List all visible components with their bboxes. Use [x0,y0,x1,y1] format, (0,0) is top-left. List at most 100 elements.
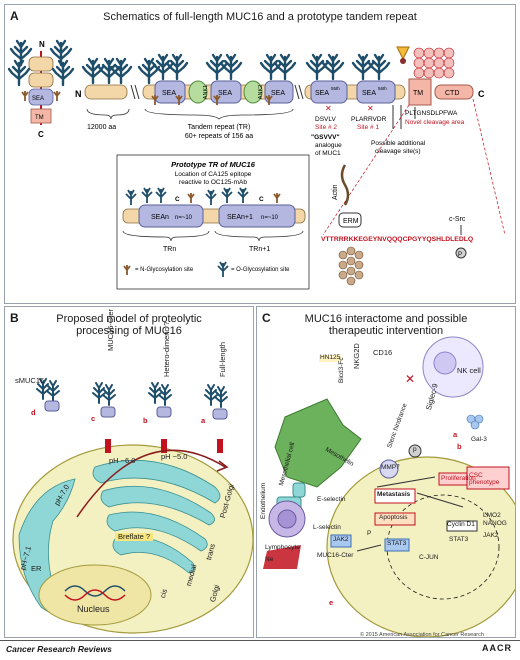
n-terminus-main: N [75,89,82,99]
panel-a-diagram: N SEA TM C N C [7,39,506,290]
sea-n-label: SEAn [151,214,169,221]
novel-cleavage-label: Novel cleavage area [405,119,465,126]
site2-label: Site # 2 [315,124,337,131]
site2-seq: DSVLV [315,116,336,123]
ank1-label: ANK1 [203,85,209,99]
er-label: ER [31,564,42,573]
c-terminus-main: C [478,89,485,99]
site1-label: Site # 1 [357,124,379,131]
panel-b-title-2: processing of MUC16 [76,325,182,337]
panel-c-diagram: ✕ [263,336,515,637]
panel-c-title-1: MUC16 interactome and possible [304,313,468,325]
ph60-label: pH ~6.0 [109,456,136,465]
label-d: d [31,408,36,417]
smuc16-label: sMUC16 [15,376,45,385]
apoptosis-label: Apoptosis [379,514,408,521]
label-b: b [143,416,148,425]
panel-a: A Schematics of full-length MUC16 and a … [4,4,516,304]
tr-n-label: TRn [163,246,176,253]
cjun-label: C-JUN [419,554,439,561]
sea-3-label: SEA [271,90,285,97]
muc16-cter-label: MUC16-Cter [106,308,115,351]
svg-text:✕: ✕ [367,104,374,113]
eselectin-label: E-selectin [317,496,346,503]
sea-small-label: SEA [32,96,44,102]
nk-cell-label: NK cell [457,366,481,375]
c-terminus-small: C [38,130,44,139]
lselectin-label: L-selectin [313,524,341,531]
csc-label: CSC phenotype [469,472,500,486]
phospho-label: P [458,252,462,258]
footer-rule [0,640,520,641]
cleavage-sites: ✕ ✕ DSVLV Site # 2 PLARRVDR Site # 1 "GS… [311,104,465,157]
pltg-seq: PLTGNSDLPFWA [405,110,458,117]
main-backbone: N C SEA ANK1 SEA ANK2 SEA [75,46,485,106]
nkg2d-label: NKG2D [352,343,361,369]
c-label-a: a [453,430,458,439]
journal-name: Cancer Research Reviews [6,644,112,654]
inset-subtitle-2: reactive to OC125-mAb [179,179,247,186]
stat3b-label: STAT3 [449,536,469,543]
tr-n1-label: TRn+1 [249,246,270,253]
endothelium-label: Endothelium [260,482,267,519]
c-label-1: C [175,196,180,203]
golgi-stacks [92,459,221,574]
jak2b-label: JAK2 [483,532,499,539]
n-terminus-small: N [39,40,45,49]
nucleus-label: Nucleus [77,604,110,614]
panel-b-label: B [10,311,19,325]
ctd-sequence: VTTRRRKKEGEYNVQQQCPGYYQSHLDLEDLQ [321,236,473,243]
gal3-label: Gal-3 [471,436,487,443]
erm-label: ERM [343,218,359,225]
breflate-label: Breflate ? [115,532,154,542]
ctd-zoom: Actin ERM VTTRRRKKEGEYNVQQQCPGYYQSHLDLED… [321,98,506,286]
cd16-label: CD16 [373,348,393,357]
bicd3fc-label: Bicd3-Fc [338,357,345,383]
full-length-label: Full-length [218,341,227,377]
label-c: c [91,414,96,423]
prototype-tr-inset: Prototype TR of MUC16 Location of CA125 … [116,154,310,290]
aacr-brand: AACR [482,643,512,653]
sea-n1-label: SEAn+1 [227,214,253,221]
stat-p-label: P [367,530,372,537]
sea55-sup: 55th [331,86,340,91]
ph50-label: pH ~5.0 [161,452,188,461]
pcre-label: p [413,446,417,453]
aa-12000-label: 12000 aa [87,124,116,131]
site1-seq: PLARRVDR [351,116,387,123]
panel-a-label: A [10,9,19,23]
lmo2-label: LMO2 [483,512,501,519]
tandem-repeat-label: Tandem repeat (TR) [188,124,251,131]
tm-label: TM [413,90,423,97]
label-a: a [201,416,206,425]
actin-label: Actin [332,184,339,200]
c-src-label: c-Src [449,216,466,223]
ne-label: Ne [265,556,274,563]
panel-a-title: Schematics of full-length MUC16 and a pr… [103,11,417,23]
gsvvv-muc1: of MUC1 [315,150,341,157]
c-label-b: b [457,442,462,451]
sea-2-label: SEA [218,90,232,97]
ctd-label: CTD [445,90,459,97]
panel-c-label: C [262,311,271,325]
tm-small-label: TM [35,115,44,121]
possible-cleavage-1: Possible additional [371,140,426,147]
inset-subtitle-1: Location of CA125 epitope [175,171,252,178]
gsvvv-analogue: analogue [315,142,342,149]
hetero-dimeric-label: Hetero-dimeric ? [162,321,171,377]
muc16-cter-c-label: MUC16-Cter [317,552,354,559]
lymphocyte-label: Lymphocyte [265,544,300,551]
tandem-repeat-count: 60+ repeats of 156 aa [185,133,253,140]
svg-text:✕: ✕ [405,372,415,386]
n-eq-2: n=~10 [261,215,279,221]
svg-text:✕: ✕ [325,104,332,113]
n-eq-1: n=~10 [175,215,193,221]
sea-1-label: SEA [162,90,176,97]
small-muc16-model: N SEA TM C [7,39,75,139]
inset-title: Prototype TR of MUC16 [171,160,256,169]
panel-c: C MUC16 interactome and possible therape… [256,306,516,638]
mmp7-label: MMP7 [381,464,400,471]
copyright: © 2015 American Association for Cancer R… [360,632,484,638]
metastasis-label: Metastasis [377,491,411,498]
